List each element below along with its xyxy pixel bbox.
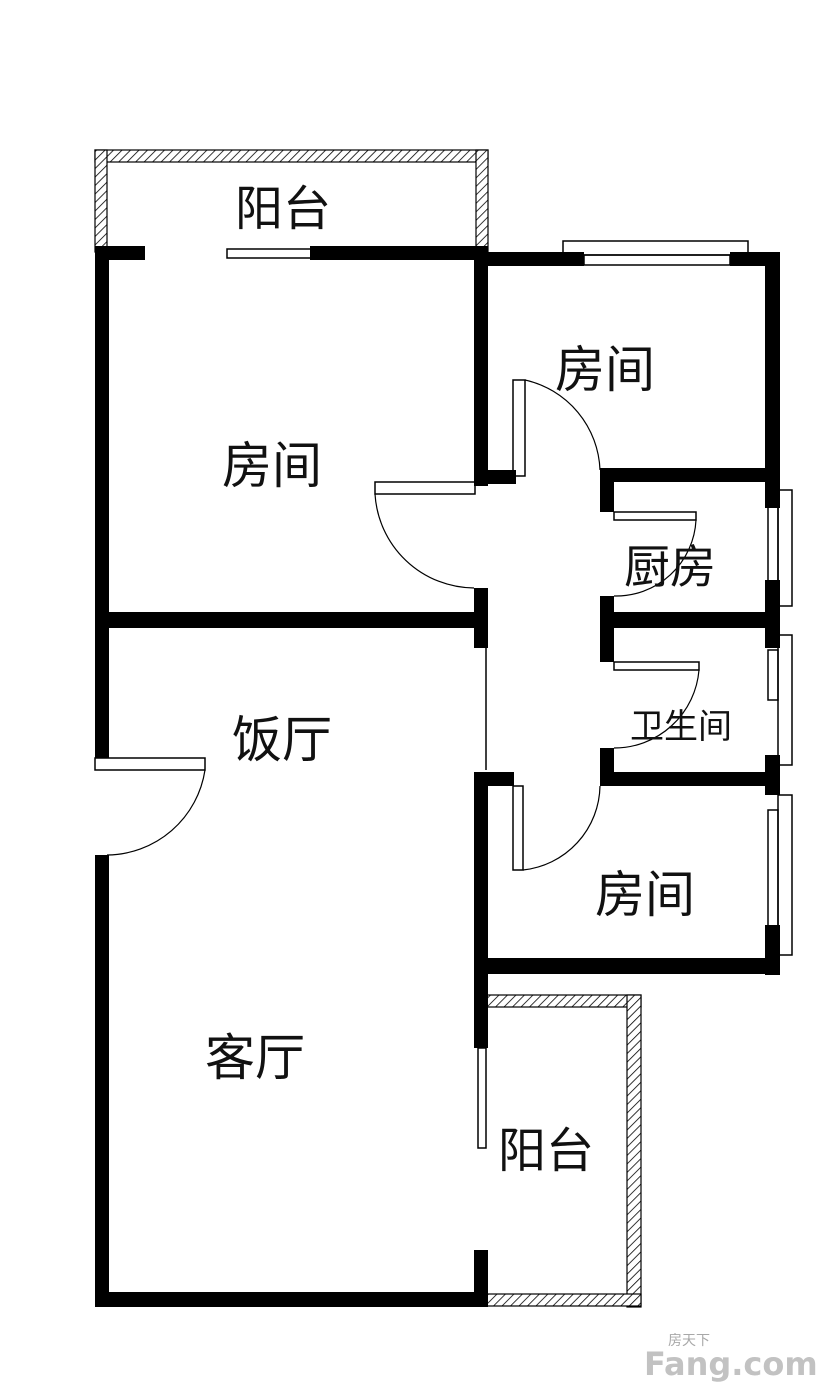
bottom-balcony-walls	[485, 994, 642, 1308]
label-dining: 饭厅	[232, 711, 332, 769]
watermark-brand-text: Fang.com	[644, 1345, 818, 1383]
room-labels: 阳台 房间 房间 厨房 卫生间 饭厅 房间 客厅 阳台	[205, 181, 732, 1179]
label-bedroom-ne: 房间	[555, 341, 655, 399]
label-bedroom-se: 房间	[595, 866, 695, 924]
top-balcony-walls	[94, 149, 489, 253]
windows-and-doors	[94, 240, 793, 1149]
door-swings	[106, 379, 700, 871]
label-living: 客厅	[205, 1029, 305, 1087]
watermark: 房天下 Fang.com	[644, 1333, 818, 1383]
watermark-small-text: 房天下	[668, 1333, 710, 1349]
label-bathroom: 卫生间	[630, 707, 732, 747]
label-balcony-top: 阳台	[235, 181, 331, 237]
label-bedroom-main: 房间	[222, 437, 322, 495]
structural-walls	[95, 246, 780, 1307]
label-balcony-bottom: 阳台	[498, 1123, 594, 1179]
label-kitchen: 厨房	[624, 540, 716, 594]
